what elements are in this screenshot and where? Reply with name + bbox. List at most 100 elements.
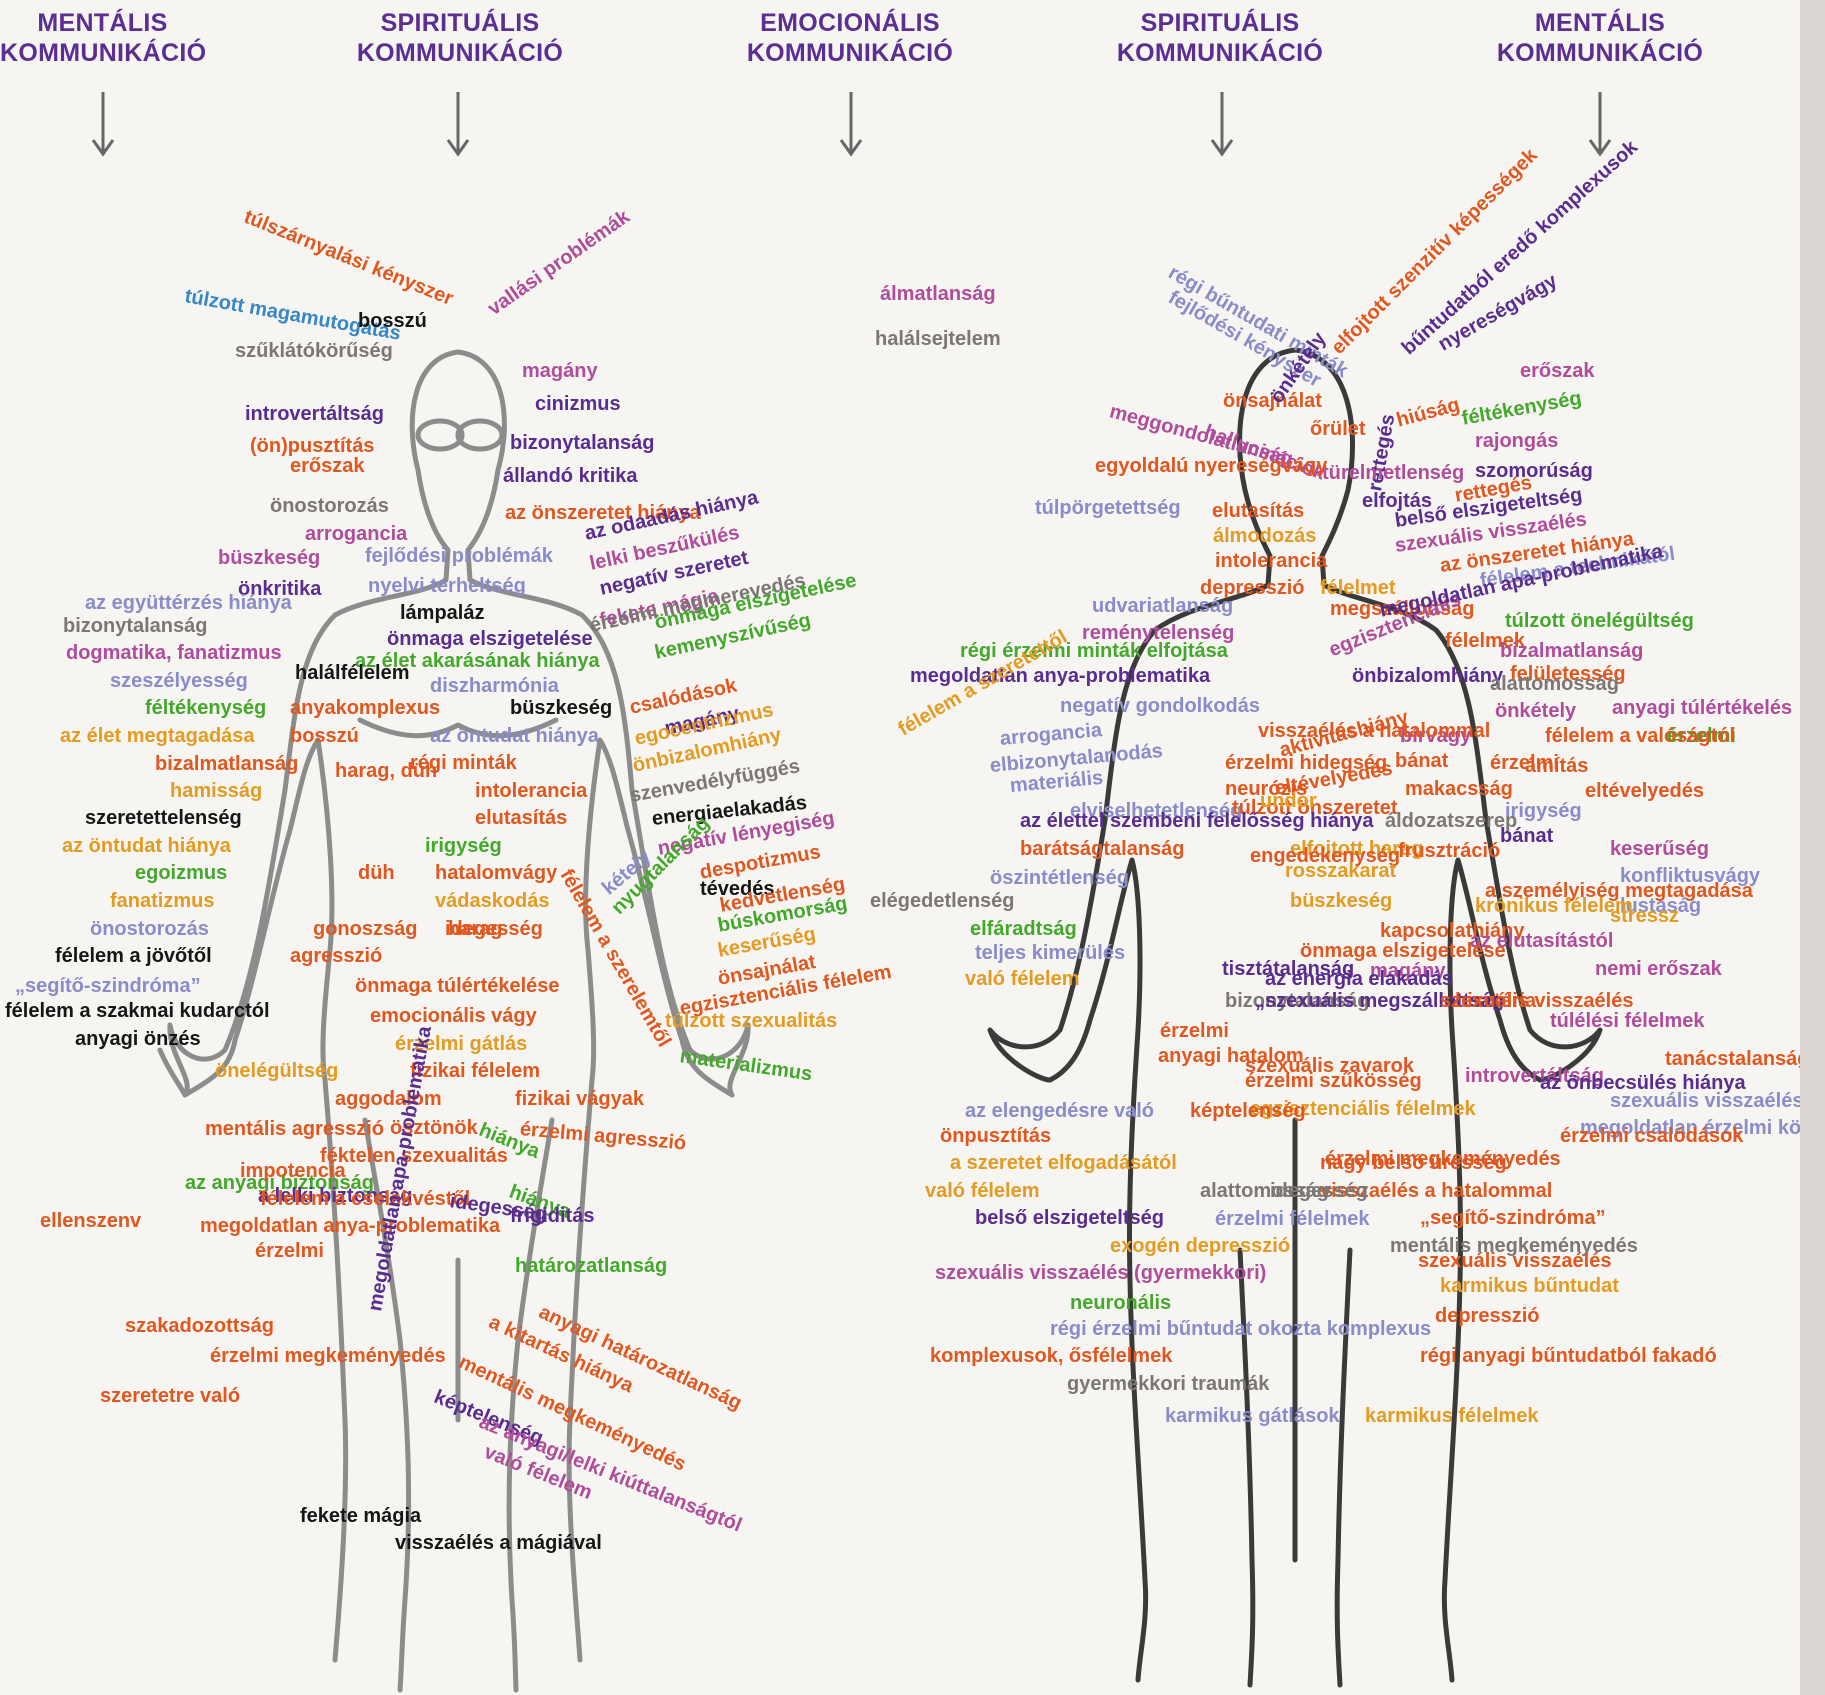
label-segito-szindroma: „segítő-szindróma” [1420,1207,1606,1229]
label-feltekenyseg: féltékenység [145,697,266,719]
label-teljes-kimerules: teljes kimerülés [975,942,1125,964]
label-szexualis-visszaeles: szexuális visszaélés [1440,990,1633,1012]
label-bizalmatlansag: bizalmatlanság [1500,640,1643,662]
label-intolerancia: intolerancia [1215,550,1327,572]
label-oszintetlenseg: öszintétlenség [990,867,1129,889]
label-diszharmonia: diszharmónia [430,675,559,697]
label-segito-szindroma: „segítő-szindróma” [15,975,201,997]
label-hatarozatlansag: határozatlanság [515,1255,667,1277]
label-fekete-magia: fekete mágia [300,1505,421,1527]
label-orulet: őrület [1310,418,1366,440]
label-onmaga-elszigetelese: önmaga elszigetelése [387,628,593,650]
label-onpusztitas: önpusztítás [940,1125,1051,1147]
label-tanacstalansag: tanácstalanság [1665,1048,1810,1070]
label-frusztracio: frusztráció [1398,840,1500,862]
label-onmaga-tulertekelese: önmaga túlértékelése [355,975,560,997]
label-undor: undor [1260,790,1317,812]
label-bizonytalansag: bizonytalanság [510,432,654,454]
label-stressz: stressz [1610,905,1679,927]
label-eltevelyedes: eltévelyedés [1585,780,1704,802]
label-az-ontudat-hianya: az öntudat hiánya [62,835,231,857]
label-onostorozas: önostorozás [90,918,209,940]
label-buszkeseg: büszkeség [510,697,612,719]
label-tulporgetettseg: túlpörgetettség [1035,497,1181,519]
label-valo-felelem: való félelem [965,968,1080,990]
label-impotencia: impotencia [240,1160,346,1182]
label-szexualis-visszaeles: szexuális visszaélés [1418,1250,1611,1272]
label-anyagi-onzes: anyagi önzés [75,1028,201,1050]
label-baratsagtalansag: barátságtalanság [1020,838,1185,860]
label-eroszak: erőszak [290,455,365,477]
label-erzelmi-felelmek: érzelmi félelmek [1215,1208,1370,1230]
label-aggodalom: aggodalom [335,1088,442,1110]
label-banat: bánat [1395,750,1448,772]
label-erzelmi-megkemenyedes: érzelmi megkeményedés [210,1345,446,1367]
label-on-pusztitas: (ön)pusztítás [250,435,374,457]
label-duh: düh [358,862,395,884]
label-cinizmus: cinizmus [535,393,621,415]
label-magany: magány [522,360,598,382]
label-banat: bánat [1500,825,1553,847]
label-elfaradtsag: elfáradtság [970,918,1077,940]
label-dogmatika-fanatizmus: dogmatika, fanatizmus [66,642,282,664]
label-az-egyutterzes-hianya: az együttérzés hiánya [85,592,292,614]
label-mentalis-agresszio: mentális agresszió [205,1118,384,1140]
label-szeretetre-valo: szeretetre való [100,1385,240,1407]
label-makacssag: makacsság [1405,778,1513,800]
label-szeretettelenseg: szeretettelenség [85,807,242,829]
label-onostorozas: önostorozás [270,495,389,517]
label-rajongas: rajongás [1475,430,1558,452]
label-keptelenseg: képtelenség [1190,1100,1306,1122]
label-erzelmi: érzelmi [255,1240,324,1262]
label-allando-kritika: állandó kritika [503,465,638,487]
label-tulelesi-felelmek: túlélési félelmek [1550,1010,1705,1032]
label-neuronalis: neuronális [1070,1292,1171,1314]
label-exogen-depresszio: exogén depresszió [1110,1235,1290,1257]
label-intolerancia: intolerancia [475,780,587,802]
label-vadaskodas: vádaskodás [435,890,550,912]
label-bosszu: bosszú [290,725,359,747]
label-elutasitas: elutasítás [475,807,567,829]
label-regi-erzelmi-buntudat-okozta-komplexus: régi érzelmi bűntudat okozta komplexus [1050,1318,1431,1340]
label-introvertaltsag: introvertáltság [245,403,384,425]
label-anyagi-tulertekeles: anyagi túlértékelés [1612,697,1792,719]
label-agresszio: agresszió [290,945,382,967]
label-bosszu: bosszú [358,310,427,332]
label-az-ontudat-hianya: az öntudat hiánya [430,725,599,747]
label-hatalomvagy: hatalomvágy [435,862,557,884]
label-almodozas: álmodozás [1213,525,1316,547]
label-szexualis-visszaeles-fiatalkori: szexuális visszaélés (fiatalkori) [1610,1090,1825,1112]
label-alattomossag: alattomosság [1490,673,1619,695]
label-halalsejtelem: halálsejtelem [875,328,1001,350]
label-karmikus-felelmek: karmikus félelmek [1365,1405,1538,1427]
label-bizonytalansag: bizonytalanság [63,615,207,637]
label-onbizalomhiany: önbizalomhiány [1352,665,1503,687]
label-felelmet: félelmet [1320,577,1396,599]
label-felelem-a-valosagtol: félelem a valóságtól [1545,725,1735,747]
label-almatlansag: álmatlanság [880,283,996,305]
label-belso-elszigeteltseg: belső elszigeteltség [975,1207,1164,1229]
label-irigyseg: irigység [425,835,502,857]
label-nyelvi-terheltseg: nyelvi terheltség [368,575,526,597]
label-rosszakarat: rosszakarat [1285,860,1396,882]
label-erzelmi: érzelmi [1490,752,1559,774]
label-visszaeles-a-magiaval: visszaélés a mágiával [395,1532,602,1554]
label-nemi-eroszak: nemi erőszak [1595,958,1722,980]
label-szakadozottsag: szakadozottság [125,1315,274,1337]
label-buszkeseg: büszkeség [1290,890,1392,912]
label-karmikus-buntudat: karmikus bűntudat [1440,1275,1619,1297]
label-onketely: önkétely [1495,700,1576,722]
label-anyakomplexus: anyakomplexus [290,697,440,719]
label-megoldatlan-anya-problematika: megoldatlan anya-problematika [910,665,1210,687]
label-eroszak: erőszak [1520,360,1595,382]
label-gonoszsag: gonoszság [313,918,417,940]
label-a-szeretet-elfogadasatol: a szeretet elfogadásától [950,1152,1177,1174]
label-hamissag: hamisság [170,780,262,802]
label-fizikai-vagyak: fizikai vágyak [515,1088,644,1110]
label-fanatizmus: fanatizmus [110,890,214,912]
label-elutasitas: elutasítás [1212,500,1304,522]
label-szexualis-visszaeles-gyermekkori: szexuális visszaélés (gyermekkori) [935,1262,1266,1284]
label-turelmetlenseg: türelmetlenség [1322,462,1464,484]
label-udvariatlansag: udvariatlanság [1092,595,1233,617]
